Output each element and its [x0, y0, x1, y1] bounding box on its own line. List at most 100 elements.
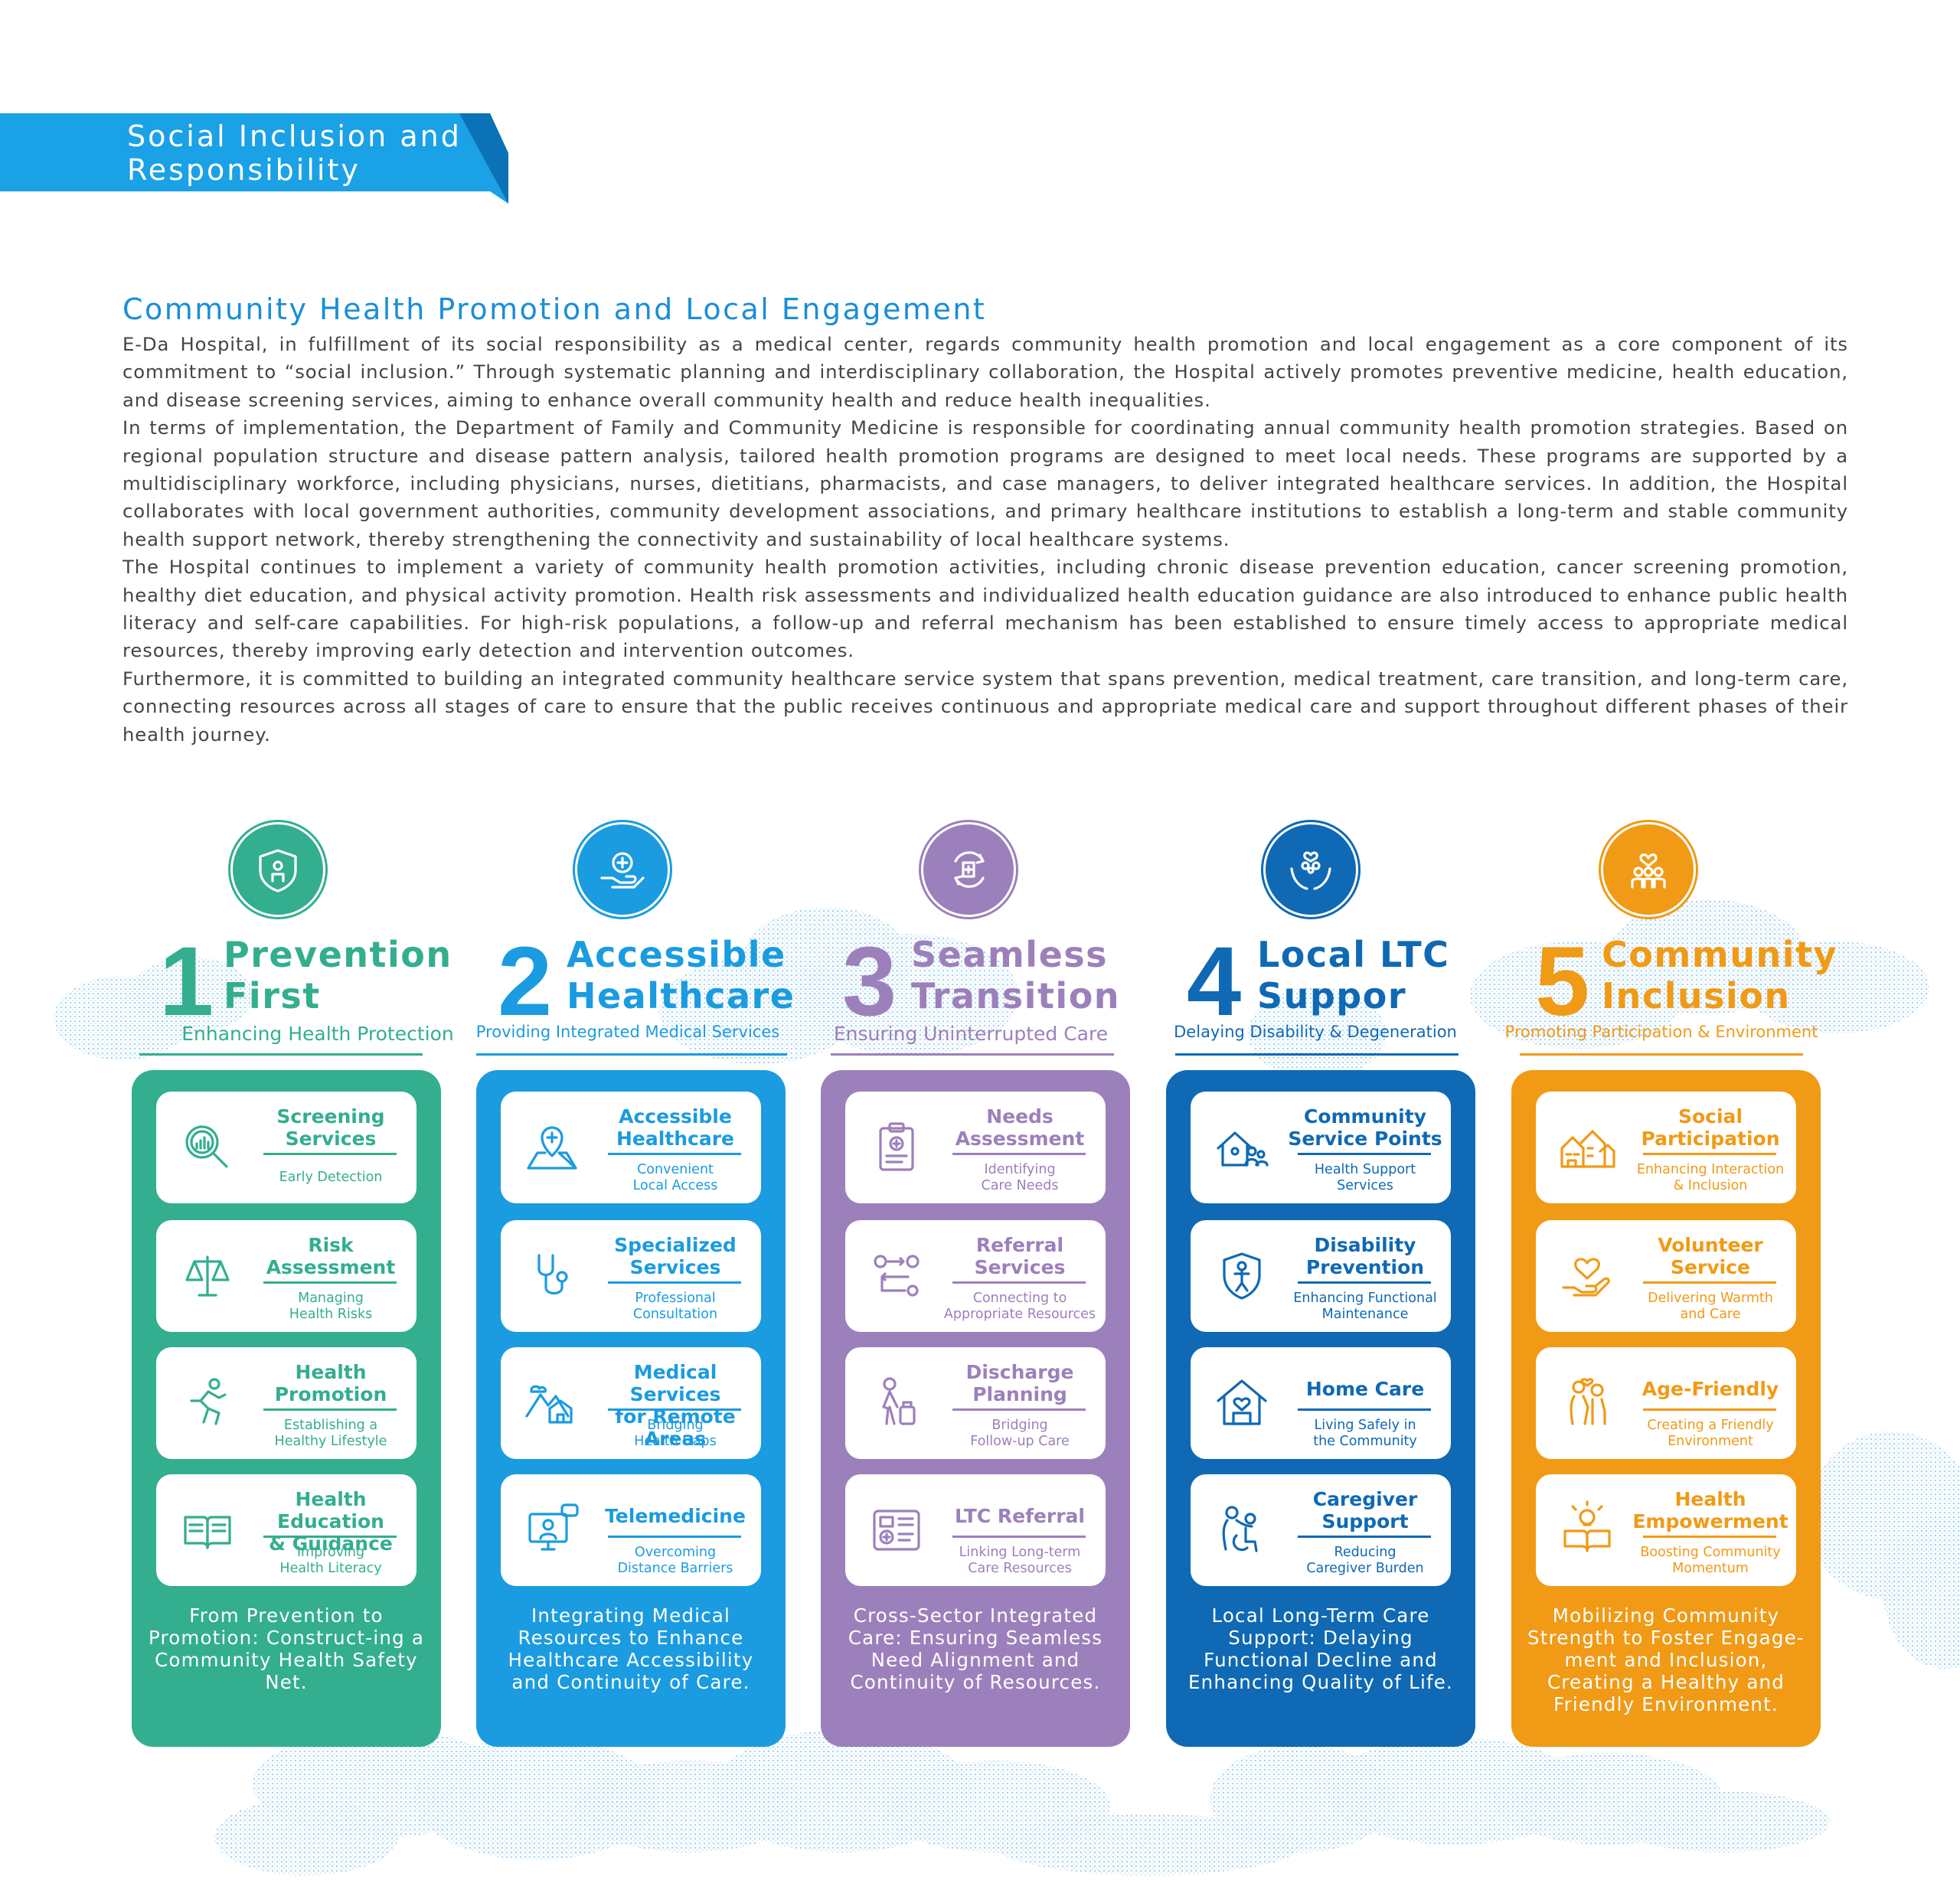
pillar-title-line2: First	[224, 975, 321, 1017]
service-card-title-line2: Assessment	[955, 1128, 1085, 1150]
service-card-title-line1: Volunteer	[1658, 1234, 1763, 1256]
service-card-subtitle-line2: Caregiver Burden	[1306, 1561, 1424, 1576]
service-card-subtitle-line1: Health Support	[1314, 1162, 1416, 1177]
service-card-title: LTC Referral	[940, 1505, 1099, 1527]
pillar-icon-badge	[921, 822, 1016, 917]
service-card-rule	[952, 1408, 1086, 1411]
caregiver-icon	[1222, 1506, 1258, 1552]
pillar-title-line1: Accessible	[567, 934, 786, 975]
service-card-title-line1: Medical Services	[629, 1361, 721, 1405]
section-title: Community Health Promotion and Local Eng…	[122, 292, 987, 326]
service-card-subtitle-line2: Health Gaps	[634, 1434, 717, 1449]
elderly-couple-icon	[1570, 1378, 1606, 1425]
service-card-rule	[608, 1408, 741, 1411]
clipboard-icon	[879, 1122, 914, 1171]
service-card-title-line2: Services	[285, 1128, 377, 1150]
service-card-subtitle-line1: Delivering Warmth	[1648, 1291, 1773, 1306]
service-card-rule	[608, 1536, 741, 1538]
service-card-rule	[1643, 1536, 1776, 1538]
pillar-icon-badge	[230, 822, 325, 917]
paragraph: The Hospital continues to implement a va…	[122, 556, 1848, 662]
service-card-subtitle-line1: Reducing	[1334, 1545, 1396, 1560]
shield-person-icon	[259, 849, 297, 893]
service-card-title-line2: Service Points	[1288, 1128, 1442, 1150]
pillar-title-line2: Healthcare	[567, 975, 795, 1017]
service-card-title-line1: Discharge	[965, 1361, 1074, 1383]
section-banner	[0, 113, 490, 191]
service-card-subtitle-line2: Consultation	[632, 1307, 718, 1322]
service-card-subtitle-line2: Momentum	[1672, 1561, 1749, 1576]
pillar-subtitle: Delaying Disability & Degeneration	[1174, 1023, 1457, 1041]
service-card-rule	[263, 1408, 397, 1411]
pillar-subtitle: Ensuring Uninterrupted Care	[833, 1023, 1109, 1045]
pillar-number: 1	[159, 927, 214, 1036]
pillar-title-line2: Inclusion	[1602, 975, 1791, 1017]
pillar-icon-badge	[1263, 822, 1358, 917]
service-card-rule	[263, 1536, 397, 1538]
service-card-title-line1: Screening	[276, 1105, 385, 1128]
service-card-subtitle: Enhancing Interaction& Inclusion	[1631, 1162, 1790, 1194]
service-card-subtitle-line1: Professional	[635, 1291, 716, 1306]
service-card-subtitle-line1: Establishing a	[283, 1418, 378, 1433]
pillar-subtitle-rule	[139, 1053, 423, 1056]
map-pin-cross-icon	[527, 1126, 577, 1170]
service-card-title: Telemedicine	[596, 1505, 755, 1527]
pillar-title-line1: Community	[1602, 934, 1838, 975]
service-card-subtitle-line1: Overcoming	[634, 1545, 717, 1560]
service-card-subtitle-line2: Local Access	[632, 1178, 718, 1193]
service-card-title: Home Care	[1285, 1378, 1445, 1400]
service-card-title-line2: Empowerment	[1632, 1510, 1788, 1532]
service-card-title-line1: Caregiver	[1312, 1488, 1418, 1510]
service-card-title-line2: Promotion	[274, 1383, 387, 1405]
service-card-title-line2: Services	[974, 1256, 1066, 1278]
service-card-title-line2: Participation	[1641, 1128, 1780, 1150]
pillar-subtitle-rule	[476, 1053, 787, 1056]
pillar-summary: Mobilizing Community Strength to Foster …	[1527, 1604, 1805, 1715]
service-card-subtitle-line1: Improving	[296, 1545, 365, 1560]
service-card-rule	[608, 1281, 741, 1284]
banner-fold	[459, 113, 508, 204]
service-card-title-line2: Service	[1671, 1256, 1750, 1278]
pillar-title-line1: Local LTC	[1257, 934, 1450, 975]
banner-title-line1: Social Inclusion and	[127, 119, 462, 153]
service-card-rule	[263, 1281, 397, 1284]
service-card-rule	[263, 1153, 397, 1155]
service-card-rule	[1643, 1153, 1776, 1155]
service-card-subtitle: Early Detection	[251, 1170, 410, 1186]
service-card-subtitle-line2: & Inclusion	[1673, 1178, 1748, 1193]
service-card-title-line1: Health	[295, 1361, 367, 1383]
service-card-title-line2: Prevention	[1305, 1256, 1425, 1278]
service-card-rule	[1643, 1408, 1776, 1411]
service-card-title-line1: Accessible	[619, 1105, 732, 1128]
service-card-subtitle-line2: and Care	[1680, 1307, 1741, 1322]
pillar-number: 2	[498, 927, 553, 1036]
medical-card-icon	[873, 1510, 920, 1551]
pillar-subtitle: Providing Integrated Medical Services	[475, 1023, 780, 1041]
service-card-title-line2: Services	[629, 1256, 721, 1278]
service-card-title-line1: Health	[1674, 1488, 1746, 1510]
hand-cross-icon	[600, 852, 645, 889]
